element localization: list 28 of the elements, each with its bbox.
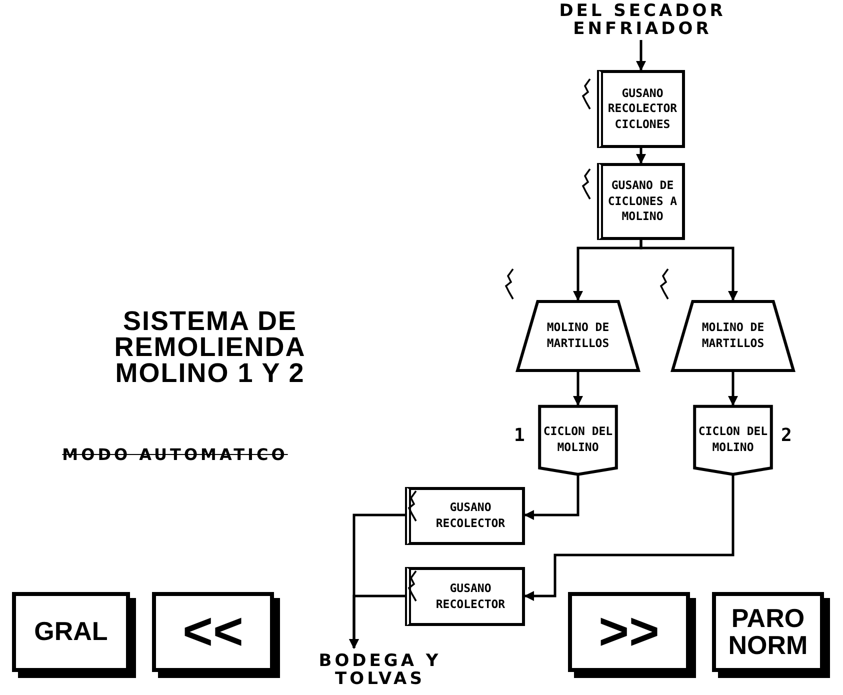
arrow: [573, 372, 583, 406]
mill-trapezoid: [670, 300, 796, 372]
arrow: [640, 240, 738, 301]
conveyor-box: [597, 163, 685, 240]
conveyor-box: [597, 70, 685, 148]
unit-number: 2: [781, 425, 792, 446]
node-text: GUSANO RECOLECTOR: [434, 580, 506, 612]
arrow: [349, 594, 405, 649]
arrow: [524, 475, 580, 520]
node-text: GUSANO RECOLECTOR: [434, 500, 506, 532]
node-text: MOLINO DE MARTILLOS: [700, 320, 766, 352]
unit-number: 1: [514, 425, 525, 446]
arrow: [636, 40, 646, 71]
arrow: [728, 372, 738, 406]
mill-trapezoid: [515, 300, 641, 372]
node-text: BODEGA Y TOLVAS: [318, 652, 442, 688]
conveyor-box: [405, 487, 525, 545]
node-text: CICLON DEL MOLINO: [697, 424, 769, 456]
node-text: MOLINO DE MARTILLOS: [546, 320, 610, 352]
diagram-title: SISTEMA DE REMOLIENDA MOLINO 1 Y 2: [113, 308, 307, 386]
node-text: GUSANO DE CICLONES A MOLINO: [606, 178, 678, 225]
node-text: DEL SECADOR ENFRIADOR: [558, 2, 727, 38]
arrow: [636, 148, 646, 164]
mode-text: MODO AUTOMATICO: [61, 445, 289, 465]
arrow: [524, 475, 734, 601]
conveyor-box: [405, 567, 525, 626]
node-text: GUSANO RECOLECTOR CICLONES: [606, 86, 678, 132]
node-text: CICLON DEL MOLINO: [542, 424, 614, 456]
